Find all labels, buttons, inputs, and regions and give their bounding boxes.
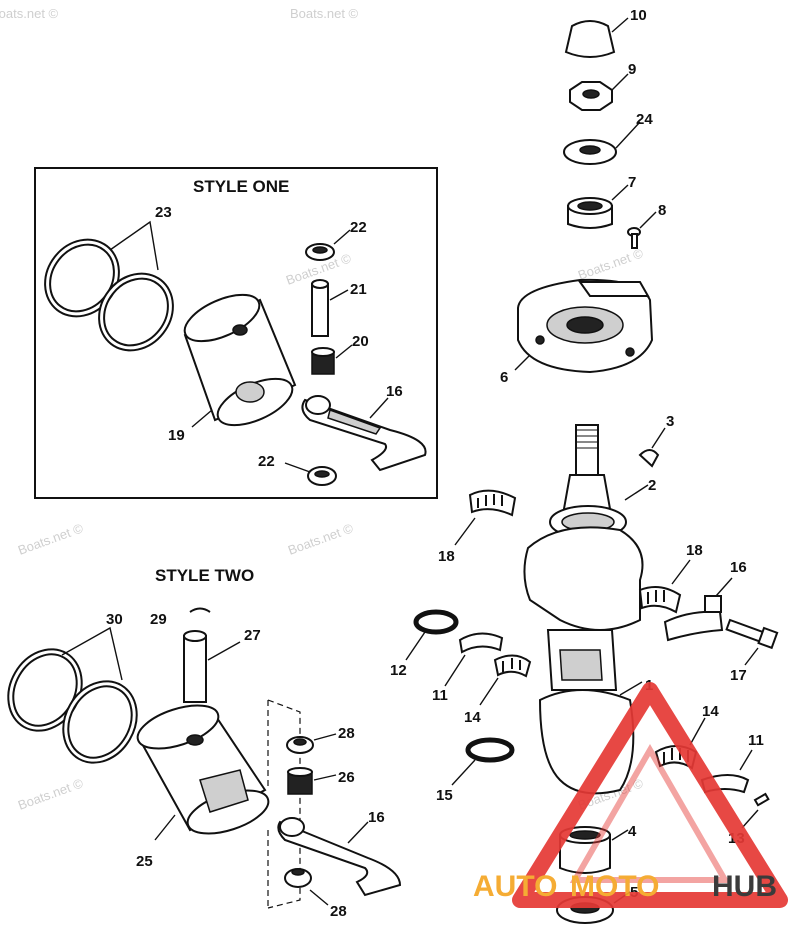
callout-17: 17 <box>730 667 747 684</box>
callout-22a: 22 <box>350 219 367 236</box>
piston-rings-style-one <box>44 238 174 352</box>
piston-pin-clip <box>189 607 211 613</box>
callout-25: 25 <box>136 853 153 870</box>
bearing-housing-6 <box>517 278 654 374</box>
callout-19: 19 <box>168 427 185 444</box>
retaining-ring-12 <box>413 609 459 635</box>
needle-bearing-style-one <box>311 347 335 375</box>
callout-22b: 22 <box>258 453 275 470</box>
piston-rings-style-two <box>7 648 138 764</box>
piston-pin-style-two <box>183 630 207 703</box>
needle-bearing-18-left <box>468 489 517 517</box>
needle-bearing-style-two <box>287 767 313 795</box>
retaining-ring-15 <box>465 737 515 763</box>
callout-11b: 11 <box>748 732 764 749</box>
bearing-washer-top-style-two <box>286 736 314 754</box>
connecting-rod-style-two <box>277 817 402 897</box>
bolt-17 <box>725 618 779 650</box>
callout-30: 30 <box>106 611 123 628</box>
callout-4: 4 <box>628 823 637 840</box>
callout-14b: 14 <box>702 703 719 720</box>
callout-18a: 18 <box>438 548 455 565</box>
callout-20: 20 <box>352 333 369 350</box>
needle-bearing-14-left <box>493 654 532 678</box>
cap-10 <box>564 20 616 58</box>
nut-9 <box>569 81 613 111</box>
watermark-5: Boats.net © <box>16 520 86 558</box>
callout-16b: 16 <box>368 809 385 826</box>
woodruff-key-3 <box>638 449 660 468</box>
watermark-7: Boats.net © <box>16 775 86 813</box>
logo-text-auto: AUTO <box>473 870 557 903</box>
connecting-rod-style-one <box>301 395 427 472</box>
callout-12: 12 <box>390 662 407 679</box>
style-one-frame <box>34 167 438 499</box>
callout-11a: 11 <box>432 687 448 704</box>
callout-21: 21 <box>350 281 367 298</box>
logo-text-hub: HUB <box>712 870 777 903</box>
callout-3: 3 <box>666 413 674 430</box>
callout-27: 27 <box>244 627 261 644</box>
piston-style-one <box>183 293 297 427</box>
callout-14a: 14 <box>464 709 481 726</box>
bearing-washer-bottom-style-one <box>307 466 337 486</box>
logo-text-moto: MOTO <box>570 870 659 903</box>
callout-16a: 16 <box>386 383 403 400</box>
callout-7: 7 <box>628 174 636 191</box>
callout-15: 15 <box>436 787 453 804</box>
screw-13 <box>753 792 770 807</box>
callout-18b: 18 <box>686 542 703 559</box>
watermark-4: Boats.net © <box>576 245 646 283</box>
roller-bearing-4 <box>559 826 611 874</box>
watermark-2: Boats.net © <box>0 6 59 21</box>
washer-24 <box>563 139 617 165</box>
rod-cap-16 <box>663 595 724 642</box>
style-one-heading: STYLE ONE <box>193 177 289 196</box>
callout-23: 23 <box>155 204 172 221</box>
callout-16c: 16 <box>730 559 747 576</box>
bearing-race-11-left <box>458 632 504 654</box>
callout-10: 10 <box>630 7 647 24</box>
bearing-washer-top-style-one <box>305 243 335 261</box>
callout-24: 24 <box>636 111 653 128</box>
screw-8 <box>627 227 641 249</box>
callout-8: 8 <box>658 202 666 219</box>
callout-9: 9 <box>628 61 636 78</box>
callout-26: 26 <box>338 769 355 786</box>
callout-28a: 28 <box>338 725 355 742</box>
callout-6: 6 <box>500 369 508 386</box>
piston-style-two <box>136 704 270 835</box>
watermark-6: Boats.net © <box>286 520 356 558</box>
seal-7 <box>567 197 613 229</box>
watermark-1: Boats.net © <box>290 6 359 21</box>
style-two-heading: STYLE TWO <box>155 566 254 585</box>
bearing-washer-bottom-style-two <box>284 868 312 888</box>
piston-pin-style-one <box>311 279 329 337</box>
callout-28b: 28 <box>330 903 347 920</box>
needle-bearing-18-right <box>638 585 682 614</box>
callout-2: 2 <box>648 477 656 494</box>
callout-29: 29 <box>150 611 167 628</box>
automotohub-logo: AUTO MOTO HUB <box>473 682 788 908</box>
logo-triangle-icon <box>512 682 788 908</box>
